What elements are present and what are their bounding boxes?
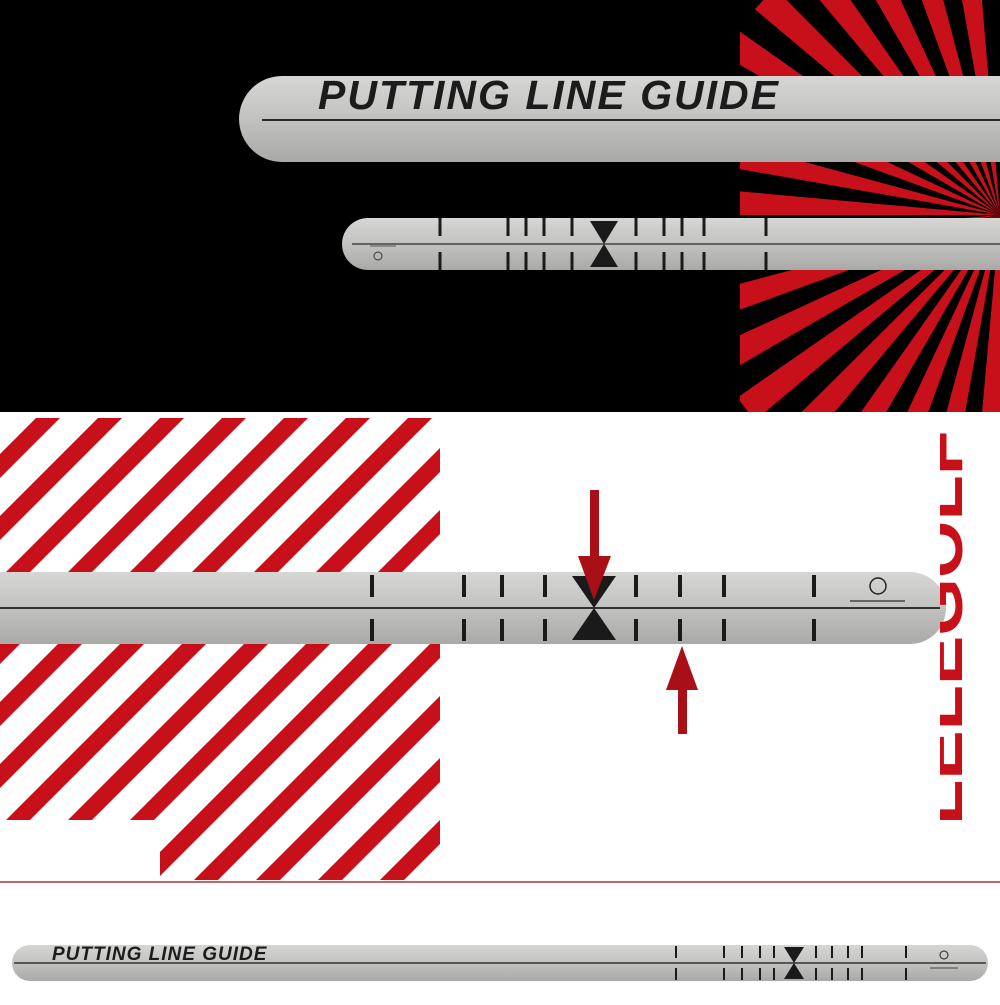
tick-mark bbox=[812, 619, 816, 641]
tick-mark bbox=[438, 218, 442, 236]
tick-mark bbox=[675, 968, 677, 980]
tick-mark bbox=[815, 968, 817, 980]
tick-mark bbox=[438, 252, 442, 270]
brand-vertical-text: LELEGOLF bbox=[940, 430, 976, 825]
tick-mark bbox=[634, 575, 638, 597]
stripe bbox=[69, 509, 440, 880]
closeup-guide-ruler bbox=[0, 572, 946, 644]
center-marker bbox=[572, 608, 616, 640]
stripe bbox=[255, 695, 440, 880]
sunburst-ray bbox=[740, 191, 1000, 215]
tick-mark bbox=[759, 968, 761, 980]
tick-mark bbox=[741, 946, 743, 958]
tick-mark bbox=[722, 575, 726, 597]
tick-mark bbox=[570, 218, 574, 236]
tick-mark bbox=[634, 252, 638, 270]
tick-mark bbox=[462, 619, 466, 641]
tick-mark bbox=[370, 619, 374, 641]
tick-mark bbox=[723, 946, 725, 958]
tick-mark bbox=[662, 218, 666, 236]
tick-mark bbox=[764, 218, 768, 236]
center-marker bbox=[784, 963, 804, 979]
sunburst-ray bbox=[740, 215, 1000, 310]
tick-mark bbox=[524, 252, 528, 270]
tick-mark bbox=[675, 946, 677, 958]
tick-mark bbox=[370, 575, 374, 597]
tick-mark bbox=[722, 619, 726, 641]
tick-mark bbox=[847, 968, 849, 980]
tick-mark bbox=[812, 575, 816, 597]
tick-mark bbox=[680, 218, 684, 236]
stripe bbox=[0, 418, 309, 727]
center-marker bbox=[590, 244, 618, 267]
tick-mark bbox=[543, 619, 547, 641]
sunburst-ray bbox=[982, 215, 1000, 412]
tick-mark bbox=[524, 218, 528, 236]
stripe bbox=[0, 418, 371, 789]
m-circle-logo-icon bbox=[373, 251, 383, 261]
stripe bbox=[317, 757, 440, 880]
stripe bbox=[0, 418, 433, 851]
full-length-guide-ruler bbox=[12, 945, 988, 981]
tick-mark bbox=[634, 218, 638, 236]
tick-mark bbox=[861, 946, 863, 958]
m-circle-logo-icon bbox=[939, 950, 949, 960]
tick-mark bbox=[741, 968, 743, 980]
product-title-large: PUTTING LINE GUIDE bbox=[318, 72, 780, 118]
tick-mark bbox=[678, 575, 682, 597]
tick-mark bbox=[634, 619, 638, 641]
tick-mark bbox=[723, 968, 725, 980]
product-title-small: PUTTING LINE GUIDE bbox=[52, 944, 268, 965]
medium-guide-ruler bbox=[342, 218, 1000, 270]
center-marker bbox=[590, 221, 618, 244]
stripe bbox=[0, 418, 123, 541]
tick-mark bbox=[702, 218, 706, 236]
tick-mark bbox=[500, 619, 504, 641]
tick-mark bbox=[542, 252, 546, 270]
stripe bbox=[7, 447, 440, 880]
sunburst-ray bbox=[921, 0, 1000, 215]
tick-mark bbox=[680, 252, 684, 270]
tick-mark bbox=[702, 252, 706, 270]
tick-mark bbox=[905, 946, 907, 958]
arrow-down-icon bbox=[578, 490, 611, 600]
tick-mark bbox=[678, 619, 682, 641]
tick-mark bbox=[543, 575, 547, 597]
tick-mark bbox=[815, 946, 817, 958]
stripe bbox=[193, 633, 440, 880]
stripe bbox=[131, 571, 440, 880]
tick-mark bbox=[773, 946, 775, 958]
tick-mark bbox=[847, 946, 849, 958]
m-circle-logo-icon bbox=[869, 577, 887, 595]
center-marker bbox=[784, 947, 804, 963]
sunburst-ray bbox=[861, 215, 1000, 412]
tick-mark bbox=[542, 218, 546, 236]
tick-mark bbox=[764, 252, 768, 270]
sunburst-ray bbox=[740, 144, 1000, 215]
tick-mark bbox=[773, 968, 775, 980]
large-guide-ruler bbox=[239, 76, 1000, 162]
tick-mark bbox=[506, 252, 510, 270]
tick-mark bbox=[506, 218, 510, 236]
tick-mark bbox=[500, 575, 504, 597]
tick-mark bbox=[570, 252, 574, 270]
arrow-up-icon bbox=[666, 646, 698, 734]
red-stripe-pattern bbox=[0, 418, 440, 880]
tick-mark bbox=[831, 946, 833, 958]
tick-mark bbox=[662, 252, 666, 270]
tick-mark bbox=[831, 968, 833, 980]
sunburst-ray bbox=[740, 92, 1000, 215]
tick-mark bbox=[861, 968, 863, 980]
brand-vertical-label: LELEGOLF bbox=[940, 430, 976, 825]
stripe bbox=[0, 418, 247, 665]
tick-mark bbox=[905, 968, 907, 980]
tick-mark bbox=[462, 575, 466, 597]
stripe bbox=[0, 418, 185, 603]
tick-mark bbox=[759, 946, 761, 958]
